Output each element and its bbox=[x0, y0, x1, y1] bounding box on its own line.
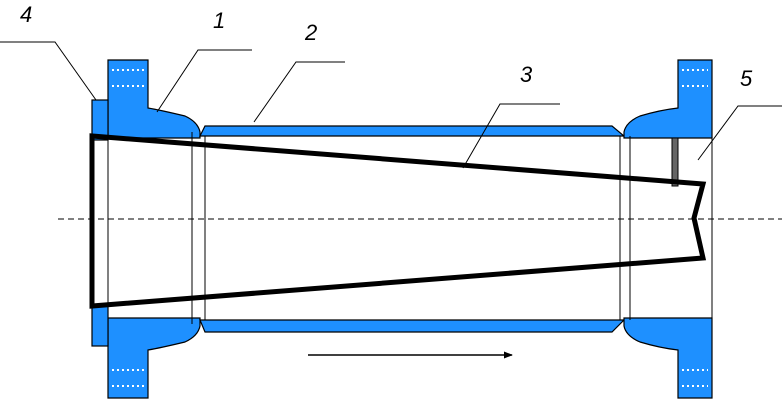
label-5: 5 bbox=[740, 66, 753, 91]
left-flange-bottom bbox=[107, 317, 201, 399]
label-1: 1 bbox=[213, 8, 225, 33]
label-3: 3 bbox=[520, 62, 533, 87]
left-flange-top bbox=[107, 59, 201, 139]
gasket-ring-top bbox=[91, 99, 109, 141]
support-rod bbox=[671, 137, 679, 187]
gasket-ring-bottom bbox=[91, 305, 109, 347]
conical-insert bbox=[89, 133, 707, 309]
right-flange-bottom bbox=[623, 317, 713, 399]
pipe-wall-top bbox=[199, 125, 626, 137]
pipe-wall-bottom bbox=[199, 319, 626, 333]
leader-lines bbox=[0, 41, 782, 169]
label-4: 4 bbox=[20, 2, 32, 27]
right-flange-top bbox=[623, 59, 713, 139]
label-2: 2 bbox=[304, 20, 317, 45]
